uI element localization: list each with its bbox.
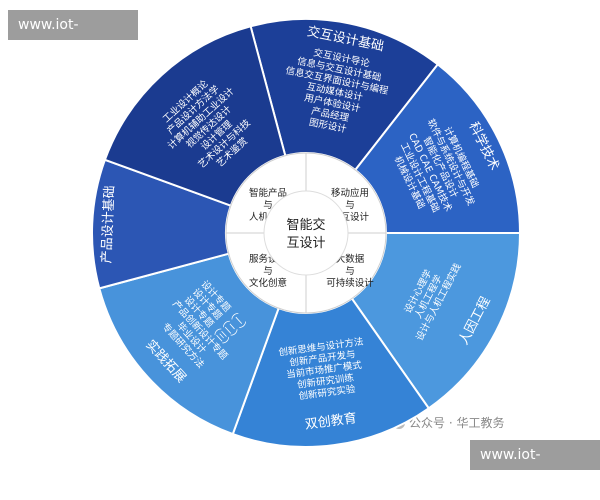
module-sector: 交互设计基础交互设计导论信息与交互设计基础信息交互界面设计与编程互动媒体设计用户… [249, 18, 440, 172]
module-title: 双创教育 [304, 410, 358, 433]
inner-quadrant-label: 可持续设计 [326, 277, 374, 289]
curriculum-wheel: 交互设计基础交互设计导论信息与交互设计基础信息交互界面设计与编程互动媒体设计用户… [91, 18, 522, 448]
module-sector: 实践拓展设计专题（一）设计专题（二）设计专题（三）产品创新设计专题毕业设计专题研… [98, 252, 280, 436]
inner-quadrant-label: 与 [263, 200, 273, 211]
credit-text: 公众号 · 华工教务 [409, 416, 505, 430]
inner-quadrant-label: 智能产品 [249, 187, 287, 199]
center-disc: 智能交 互设计 [263, 190, 349, 276]
inner-quadrant-label: 移动应用 [331, 187, 369, 199]
center-title-line1: 智能交 [286, 217, 325, 233]
module-sector: 工业设计概论产品设计方法学计算机辅助工业设计视觉传达设计设计管理艺术设计与科技艺… [103, 25, 287, 207]
inner-quadrant-label: 与 [263, 266, 273, 277]
inner-quadrant-label: 与 [345, 266, 355, 277]
outer-ring: 交互设计基础交互设计导论信息与交互设计基础信息交互界面设计与编程互动媒体设计用户… [91, 18, 522, 448]
watermark-top: www.iot-dns.net [8, 10, 138, 63]
inner-ring: 智能产品与人机交互移动应用与交互设计服务设计与文化创意大数据与可持续设计 [225, 152, 387, 314]
inner-quadrant-label: 大数据 [336, 253, 365, 265]
center-title-line2: 互设计 [286, 236, 325, 251]
inner-quadrant-label: 与 [345, 200, 355, 211]
inner-quadrant-label: 文化创意 [249, 277, 287, 289]
module-title: 产品设计基础 [99, 185, 117, 264]
